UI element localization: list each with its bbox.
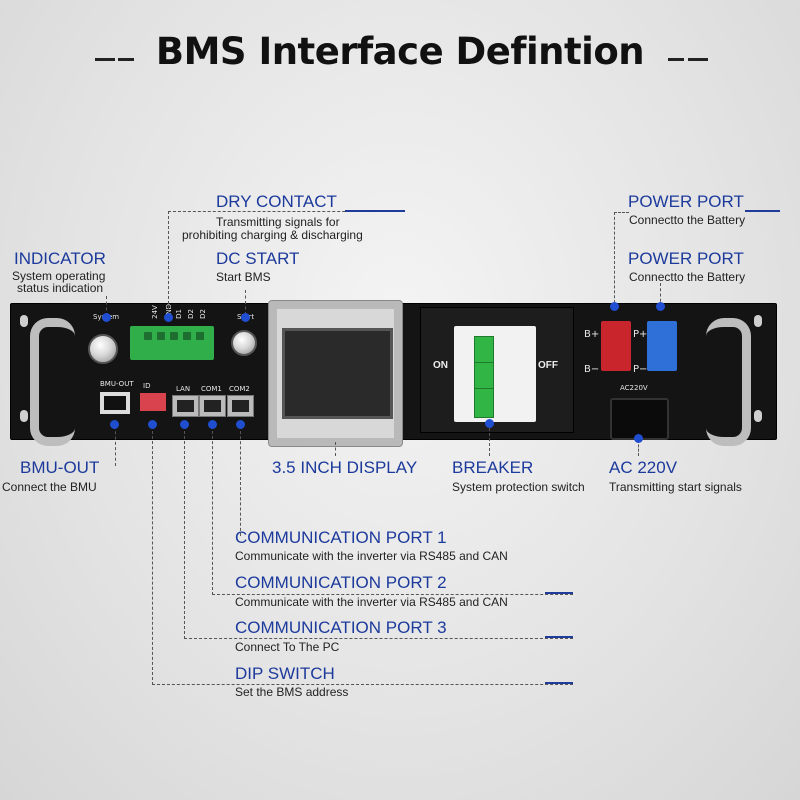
marker-lan <box>180 420 189 429</box>
marker-dry-contact <box>164 313 173 322</box>
callout-power-port-1-desc: Connectto the Battery <box>629 213 746 227</box>
com1-port[interactable] <box>199 395 226 417</box>
callout-indicator-label: INDICATOR <box>14 249 106 268</box>
page-title: BMS Interface Defintion <box>155 30 645 73</box>
callout-dry-contact-desc: prohibiting charging & discharging <box>182 228 363 242</box>
callout-com1-desc: Communicate with the inverter via RS485 … <box>235 549 508 563</box>
title-left-dash-long <box>118 58 134 61</box>
mount-hole <box>20 410 28 422</box>
mount-hole <box>754 315 762 327</box>
callout-dip-switch-desc: Set the BMS address <box>235 685 349 699</box>
callout-power-port-1-label: POWER PORT <box>628 192 744 211</box>
callout-dc-start-label: DC START <box>216 249 300 268</box>
silk-on: ON <box>433 360 448 371</box>
silk-com1: COM1 <box>201 385 222 393</box>
callout-bmu-out-desc: Connect the BMU <box>2 480 97 494</box>
dc-start-button[interactable] <box>231 330 257 356</box>
marker-dip <box>148 420 157 429</box>
bmu-out-port[interactable] <box>100 392 130 414</box>
underline <box>745 210 780 212</box>
dry-contact-terminal[interactable] <box>130 326 214 360</box>
silk-off: OFF <box>538 360 558 371</box>
callout-com2-label: COMMUNICATION PORT 2 <box>235 573 447 592</box>
callout-com2-desc: Communicate with the inverter via RS485 … <box>235 595 508 609</box>
callout-bmu-out-label: BMU-OUT <box>20 458 100 477</box>
lan-port[interactable] <box>172 395 199 417</box>
mount-hole <box>754 410 762 422</box>
silk-ac220v: AC220V <box>620 384 648 392</box>
terminal-pin <box>183 332 191 340</box>
title-right-dash-long <box>688 58 708 61</box>
com2-port[interactable] <box>227 395 254 417</box>
callout-indicator-desc: status indication <box>17 281 104 295</box>
marker-com1 <box>208 420 217 429</box>
callout-dry-contact-label: DRY CONTACT <box>216 192 337 211</box>
leader-ac220 <box>638 440 639 456</box>
leader-breaker <box>489 428 490 456</box>
callout-power-port-2-label: POWER PORT <box>628 249 744 268</box>
marker-dc-start <box>241 313 250 322</box>
breaker-lever <box>474 388 494 418</box>
callout-dry-contact-desc: Transmitting signals for <box>216 215 340 229</box>
leader-com3 <box>184 426 573 639</box>
leader-dc-start <box>245 290 246 315</box>
silk-bmu-out: BMU-OUT <box>100 380 134 388</box>
silk-dry-pin: 24V <box>150 305 159 319</box>
leader-dry-contact <box>168 211 385 319</box>
leader-indicator <box>106 296 107 316</box>
terminal-pin <box>196 332 204 340</box>
callout-breaker-desc: System protection switch <box>452 480 585 494</box>
battery-power-connector[interactable] <box>601 321 631 371</box>
callout-com3-label: COMMUNICATION PORT 3 <box>235 618 447 637</box>
silk-p-minus: P− <box>633 364 648 375</box>
marker-indicator <box>102 313 111 322</box>
silk-com2: COM2 <box>229 385 250 393</box>
dip-switch[interactable] <box>140 393 166 411</box>
underline <box>545 636 573 638</box>
terminal-pin <box>157 332 165 340</box>
marker-bmu-out <box>110 420 119 429</box>
load-power-connector[interactable] <box>647 321 677 371</box>
underline <box>545 592 573 594</box>
mount-hole <box>20 315 28 327</box>
silk-id: ID <box>143 382 151 390</box>
marker-breaker <box>485 419 494 428</box>
underline <box>345 210 405 212</box>
leader-power-1 <box>614 212 629 308</box>
callout-com3-desc: Connect To The PC <box>235 640 340 654</box>
callout-power-port-2-desc: Connectto the Battery <box>629 270 746 284</box>
silk-p-plus: P+ <box>633 329 648 340</box>
system-indicator-light <box>88 334 118 364</box>
callout-dc-start-desc: Start BMS <box>216 270 271 284</box>
silk-lan: LAN <box>176 385 191 393</box>
marker-com2 <box>236 420 245 429</box>
leader-com1 <box>240 426 241 536</box>
callout-indicator-desc: System operating <box>12 269 106 283</box>
callout-dip-switch-label: DIP SWITCH <box>235 664 335 683</box>
breaker-switch[interactable] <box>454 326 536 422</box>
terminal-pin <box>170 332 178 340</box>
callout-com1-label: COMMUNICATION PORT 1 <box>235 528 447 547</box>
underline <box>545 682 573 684</box>
callout-display-label: 3.5 INCH DISPLAY <box>272 458 418 477</box>
callout-ac220-desc: Transmitting start signals <box>609 480 742 494</box>
callout-ac220-label: AC 220V <box>609 458 678 477</box>
marker-power-2 <box>656 302 665 311</box>
terminal-pin <box>144 332 152 340</box>
callout-breaker-label: BREAKER <box>452 458 534 477</box>
leader-power-2 <box>660 283 661 307</box>
marker-ac220 <box>634 434 643 443</box>
right-handle <box>706 318 751 446</box>
leader-com2 <box>212 426 573 595</box>
marker-power-1 <box>610 302 619 311</box>
title-right-dash <box>668 58 684 61</box>
left-handle <box>30 318 75 446</box>
leader-dip <box>152 426 573 685</box>
title-left-dash <box>95 58 115 61</box>
leader-bmu-out <box>105 426 116 466</box>
silk-b-plus: B+ <box>584 329 600 340</box>
display-screen[interactable] <box>282 328 393 419</box>
silk-b-minus: B− <box>584 364 600 375</box>
leader-display <box>335 442 336 456</box>
